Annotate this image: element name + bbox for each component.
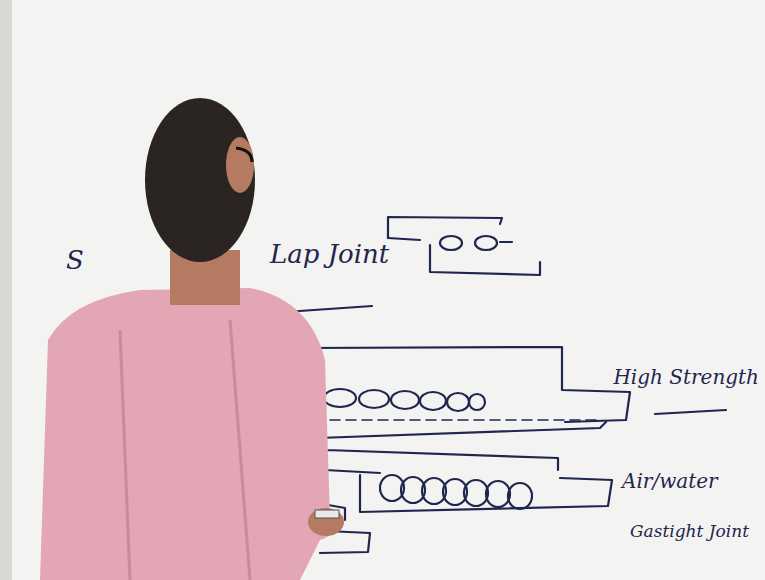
handwritten-label: Gastight Joint: [630, 522, 749, 541]
lecturer-figure: [40, 98, 344, 580]
handwritten-label: High Strength: [613, 366, 759, 388]
handwritten-label: S: [66, 246, 84, 275]
board-edge: [0, 0, 12, 580]
handwritten-label: Lap Joint: [270, 240, 389, 269]
handwritten-label: Air/water: [622, 470, 718, 492]
